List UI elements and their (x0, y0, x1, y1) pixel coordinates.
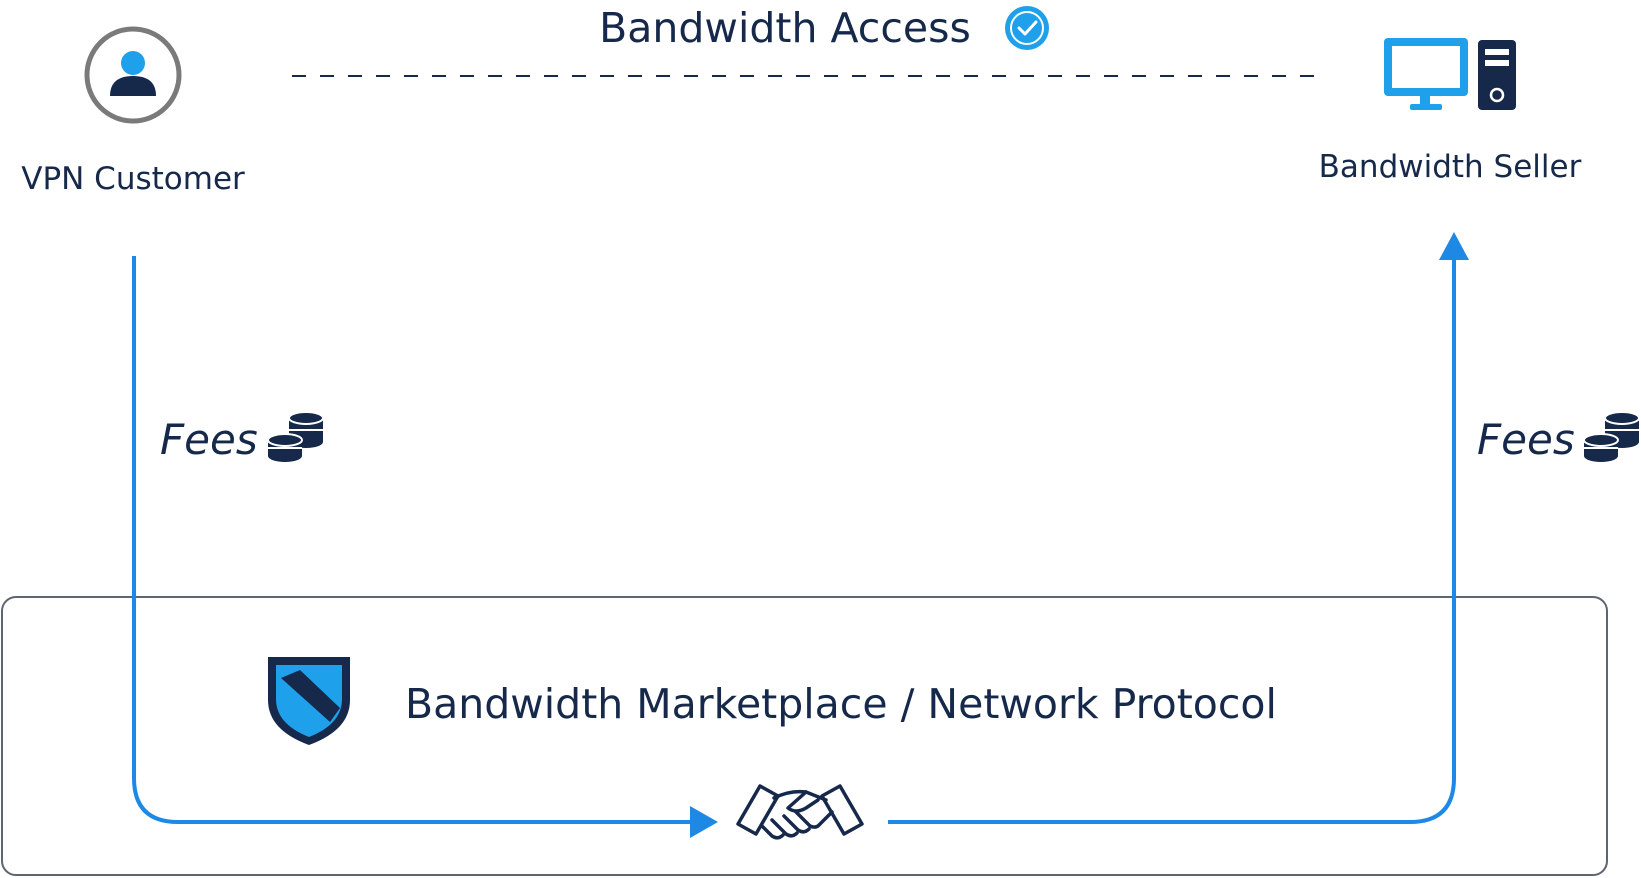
seller-fees-flow-line (888, 258, 1456, 824)
user-avatar-icon (84, 26, 182, 124)
customer-flow-arrowhead (690, 806, 718, 838)
check-circle-icon (1005, 6, 1049, 50)
handshake-icon (736, 784, 864, 840)
customer-fees-flow-line (132, 256, 690, 824)
fees-left-label: Fees (160, 415, 258, 464)
shield-icon (268, 657, 350, 745)
bandwidth-access-label: Bandwidth Access (599, 4, 971, 52)
desktop-server-icon (1384, 38, 1516, 110)
fees-right-label: Fees (1477, 415, 1575, 464)
bandwidth-seller-label: Bandwidth Seller (1319, 149, 1582, 185)
coin-stack-icon (267, 411, 324, 462)
protocol-container (1, 596, 1608, 876)
coin-stack-icon (1583, 411, 1640, 462)
vpn-customer-label: VPN Customer (21, 161, 245, 197)
seller-flow-arrowhead (1439, 232, 1469, 260)
protocol-label: Bandwidth Marketplace / Network Protocol (405, 680, 1277, 728)
